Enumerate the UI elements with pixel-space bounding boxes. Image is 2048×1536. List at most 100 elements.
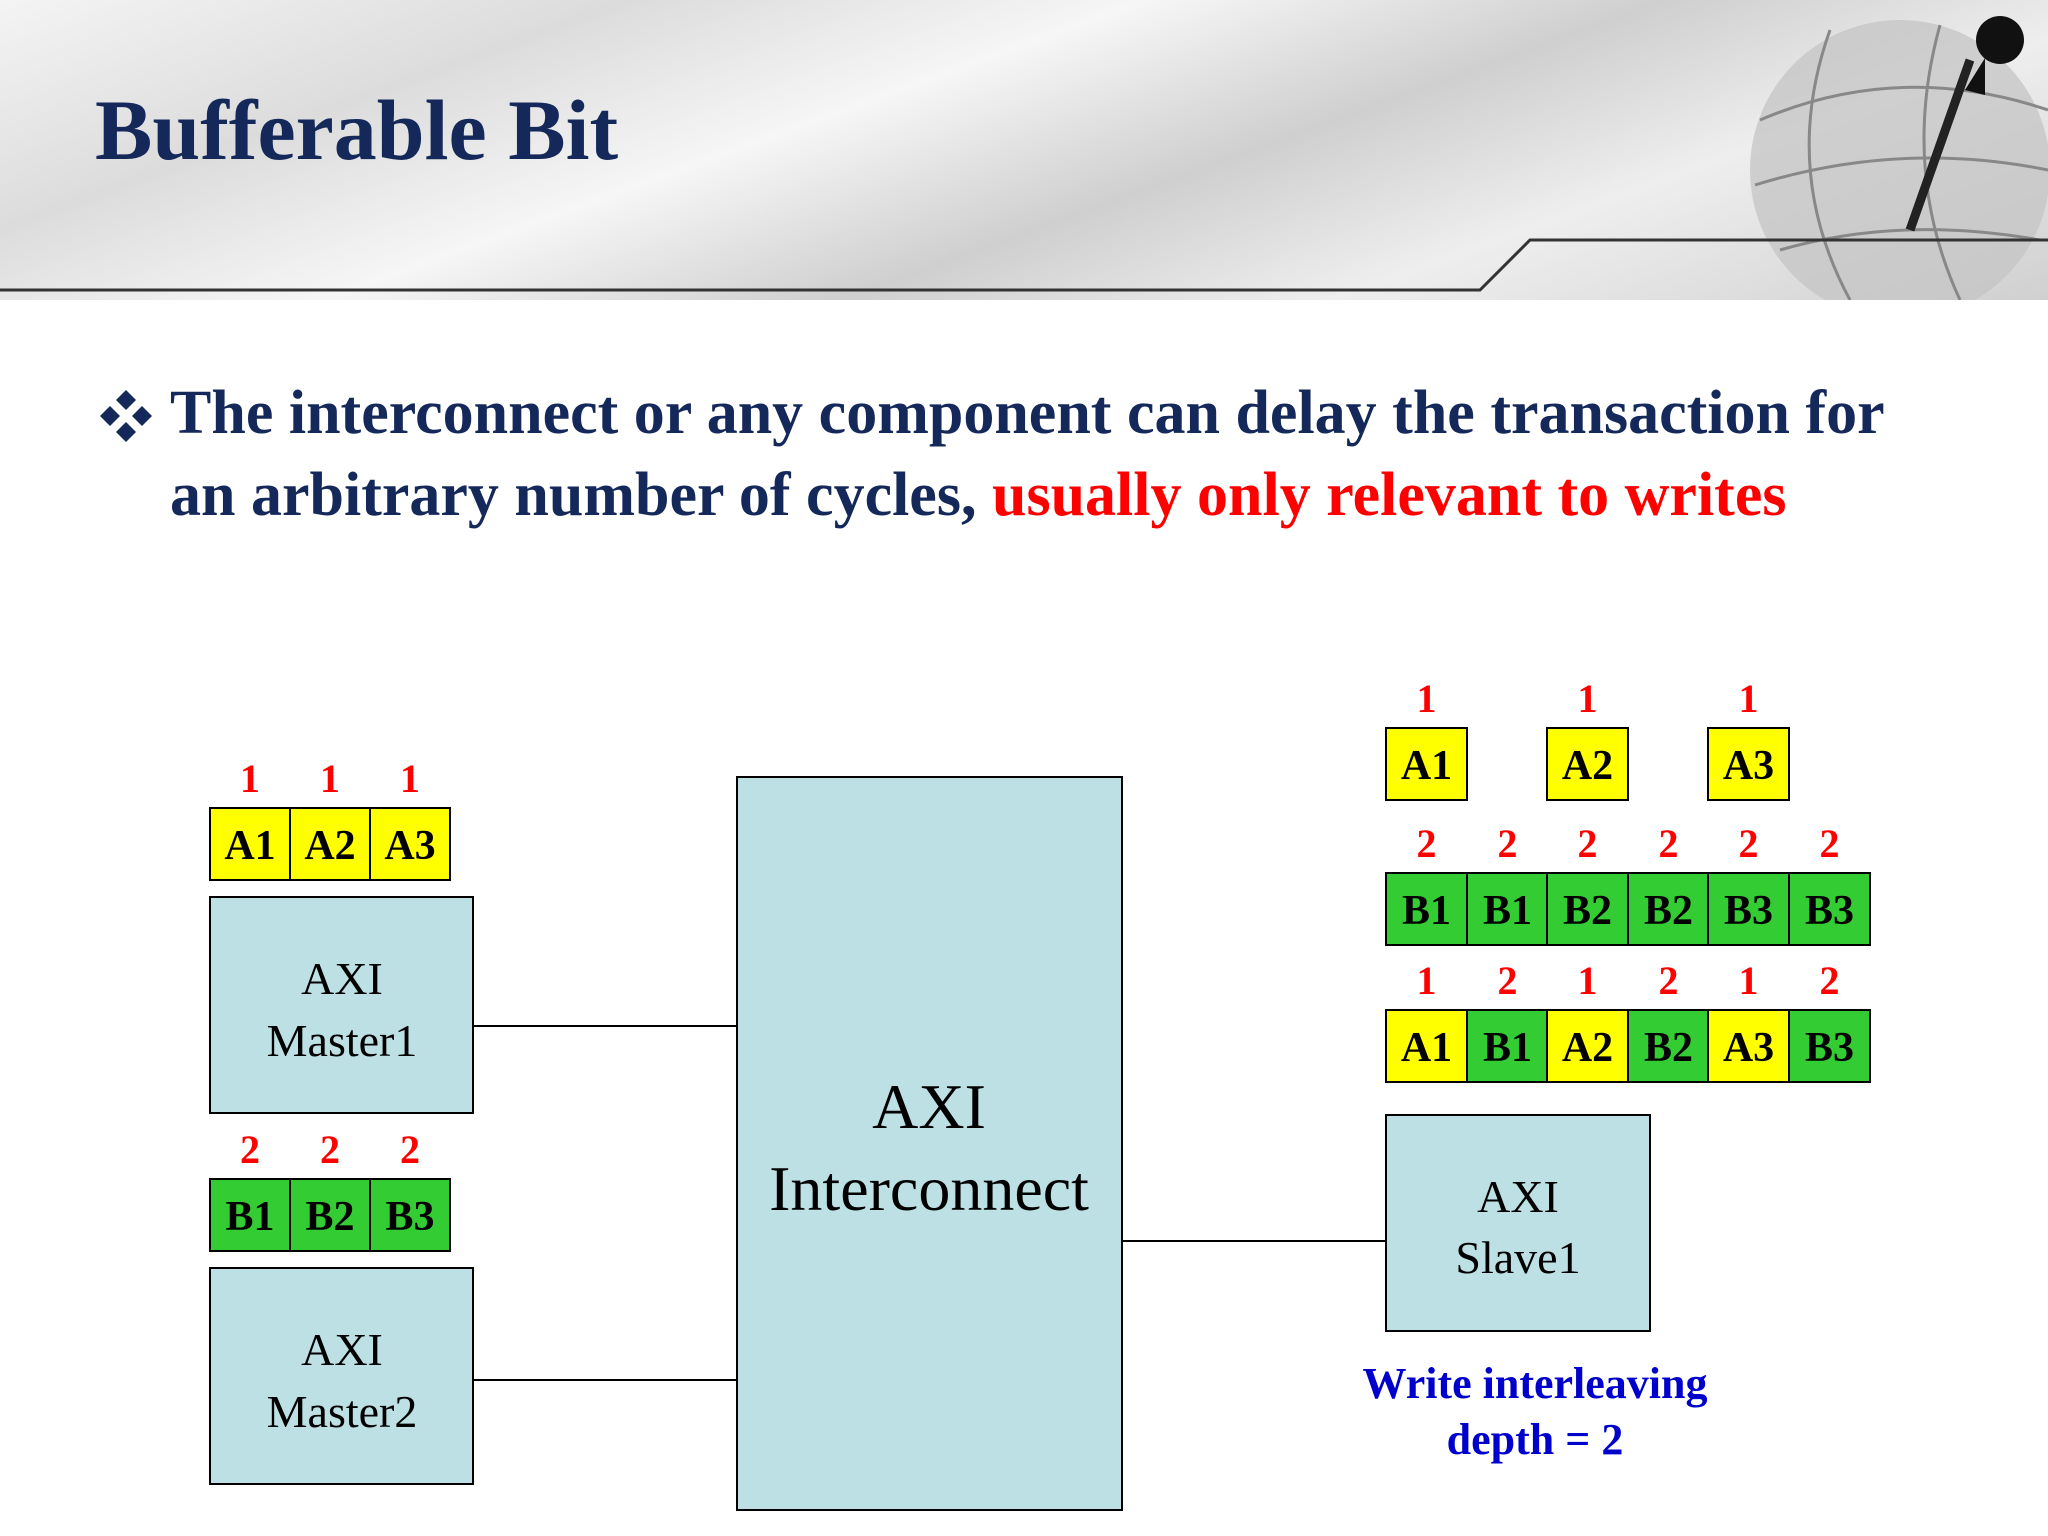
axi-master1-box	[209, 896, 474, 1114]
slave-row-interleaved-id-label: 2	[1659, 958, 1679, 1003]
slave-row-b-id-label: 2	[1578, 821, 1598, 866]
slave-row-b-id-label: 2	[1739, 821, 1759, 866]
bullet-text: The interconnect or any component can de…	[170, 372, 1950, 536]
master1-queue-id-label: 1	[240, 756, 260, 801]
slave-row-interleaved-cell-label: B1	[1483, 1025, 1532, 1071]
slave-row-interleaved-cell-label: A3	[1723, 1025, 1774, 1071]
slave-row-interleaved-cell-box	[1627, 1009, 1710, 1083]
master1-queue-cell: A31	[369, 756, 451, 881]
slave-row-b-cell-label: B1	[1483, 888, 1532, 934]
slave-row-a-cell-label: A2	[1562, 743, 1613, 789]
axi-slave1-line2: Slave1	[1455, 1232, 1580, 1283]
axi-interconnect-line1: AXI	[872, 1071, 986, 1142]
axi-interconnect-line2: Interconnect	[769, 1153, 1089, 1224]
master1-queue-cell-box	[209, 807, 291, 881]
master1-queue-cell-label: A1	[224, 823, 275, 869]
master2-queue-id-label: 2	[320, 1127, 340, 1172]
slave-row-b-cell-box	[1466, 872, 1549, 946]
master2-queue-cell: B22	[289, 1127, 371, 1252]
slave-row-b-id-label: 2	[1498, 821, 1518, 866]
slave-row-interleaved-id-label: 2	[1820, 958, 1840, 1003]
header-divider-line	[0, 238, 2048, 292]
axi-slave1-box	[1385, 1114, 1651, 1332]
slave-row-interleaved-cell-box	[1788, 1009, 1871, 1083]
slave-row-interleaved-cell: B22	[1627, 958, 1710, 1083]
axi-master1-line2: Master1	[267, 1015, 418, 1066]
write-interleaving-note: Write interleaving depth = 2	[1330, 1356, 1740, 1468]
slave-row-a-cell-label: A3	[1723, 743, 1774, 789]
slave-row-b-cell-label: B3	[1805, 888, 1854, 934]
slave-row-interleaved-cell: A21	[1546, 958, 1629, 1083]
slave-row-a-id-label: 1	[1578, 676, 1598, 721]
slave-row-interleaved-id-label: 2	[1498, 958, 1518, 1003]
master2-queue-cell-box	[289, 1178, 371, 1252]
slave-row-a-cell-box	[1385, 727, 1468, 801]
slave-row-a-cell: A21	[1546, 676, 1629, 801]
axi-master2-line2: Master2	[267, 1386, 418, 1437]
master2-queue-cell-label: B1	[225, 1194, 274, 1240]
slave-row-interleaved-cell-label: B3	[1805, 1025, 1854, 1071]
slave-row-b-cell-label: B3	[1724, 888, 1773, 934]
slave-row-b-cell-label: B2	[1563, 888, 1612, 934]
slave-row-b-cell-label: B2	[1644, 888, 1693, 934]
slide-title: Bufferable Bit	[95, 82, 619, 178]
master2-queue-cell-box	[369, 1178, 451, 1252]
master1-queue-cell: A21	[289, 756, 371, 881]
slave-row-b-cell-label: B1	[1402, 888, 1451, 934]
slave-row-interleaved-cell-box	[1385, 1009, 1468, 1083]
slave-row-interleaved-cell: A31	[1707, 958, 1790, 1083]
slave-row-interleaved-cell-label: A1	[1401, 1025, 1452, 1071]
master1-queue-cell-box	[289, 807, 371, 881]
master2-queue-cell: B12	[209, 1127, 291, 1252]
slave-row-interleaved-cell: B12	[1466, 958, 1549, 1083]
slave-row-b-cell: B12	[1385, 821, 1468, 946]
note-line2: depth = 2	[1446, 1415, 1624, 1464]
axi-master2-box	[209, 1267, 474, 1485]
bullet-text-main: The interconnect or any component can de…	[170, 379, 1884, 529]
slave-row-b-cell: B32	[1788, 821, 1871, 946]
slave-row-b-id-label: 2	[1659, 821, 1679, 866]
slave-row-b-cell: B12	[1466, 821, 1549, 946]
slave-row-a-cell-box	[1707, 727, 1790, 801]
slave-row-a-cell-box	[1546, 727, 1629, 801]
slave-row-interleaved-cell: A11	[1385, 958, 1468, 1083]
axi-slave1-line1: AXI	[1477, 1171, 1559, 1222]
slave-row-interleaved-id-label: 1	[1739, 958, 1759, 1003]
axi-master1-line1: AXI	[301, 953, 383, 1004]
header-decoration	[0, 16, 2048, 300]
axi-master2-line1: AXI	[301, 1324, 383, 1375]
slave-row-a-cell: A11	[1385, 676, 1468, 801]
master2-queue-cell-label: B3	[385, 1194, 434, 1240]
slave-row-b-cell-box	[1788, 872, 1871, 946]
master1-queue-cell-label: A3	[384, 823, 435, 869]
slave-row-interleaved-id-label: 1	[1578, 958, 1598, 1003]
globe-icon	[1750, 16, 2048, 300]
master1-queue-id-label: 1	[400, 756, 420, 801]
four-diamond-bullet-icon	[100, 390, 152, 442]
note-line1: Write interleaving	[1362, 1359, 1708, 1408]
slave-row-a-id-label: 1	[1739, 676, 1759, 721]
slave-row-interleaved-cell: B32	[1788, 958, 1871, 1083]
master2-queue-cell-box	[209, 1178, 291, 1252]
slave-row-interleaved-cell-box	[1466, 1009, 1549, 1083]
slave-row-a-cell-label: A1	[1401, 743, 1452, 789]
master1-queue-id-label: 1	[320, 756, 340, 801]
master1-queue-cell-label: A2	[304, 823, 355, 869]
master1-queue-cell: A11	[209, 756, 291, 881]
slide-header	[0, 0, 2048, 300]
slave-row-a-id-label: 1	[1417, 676, 1437, 721]
master2-queue-id-label: 2	[240, 1127, 260, 1172]
slave-row-interleaved-cell-box	[1707, 1009, 1790, 1083]
slave-row-b-cell: B22	[1546, 821, 1629, 946]
master1-queue-cell-box	[369, 807, 451, 881]
slave-row-a-cell: A31	[1707, 676, 1790, 801]
slave-row-interleaved-cell-label: B2	[1644, 1025, 1693, 1071]
master2-queue-cell: B32	[369, 1127, 451, 1252]
slave-row-b-cell: B32	[1707, 821, 1790, 946]
